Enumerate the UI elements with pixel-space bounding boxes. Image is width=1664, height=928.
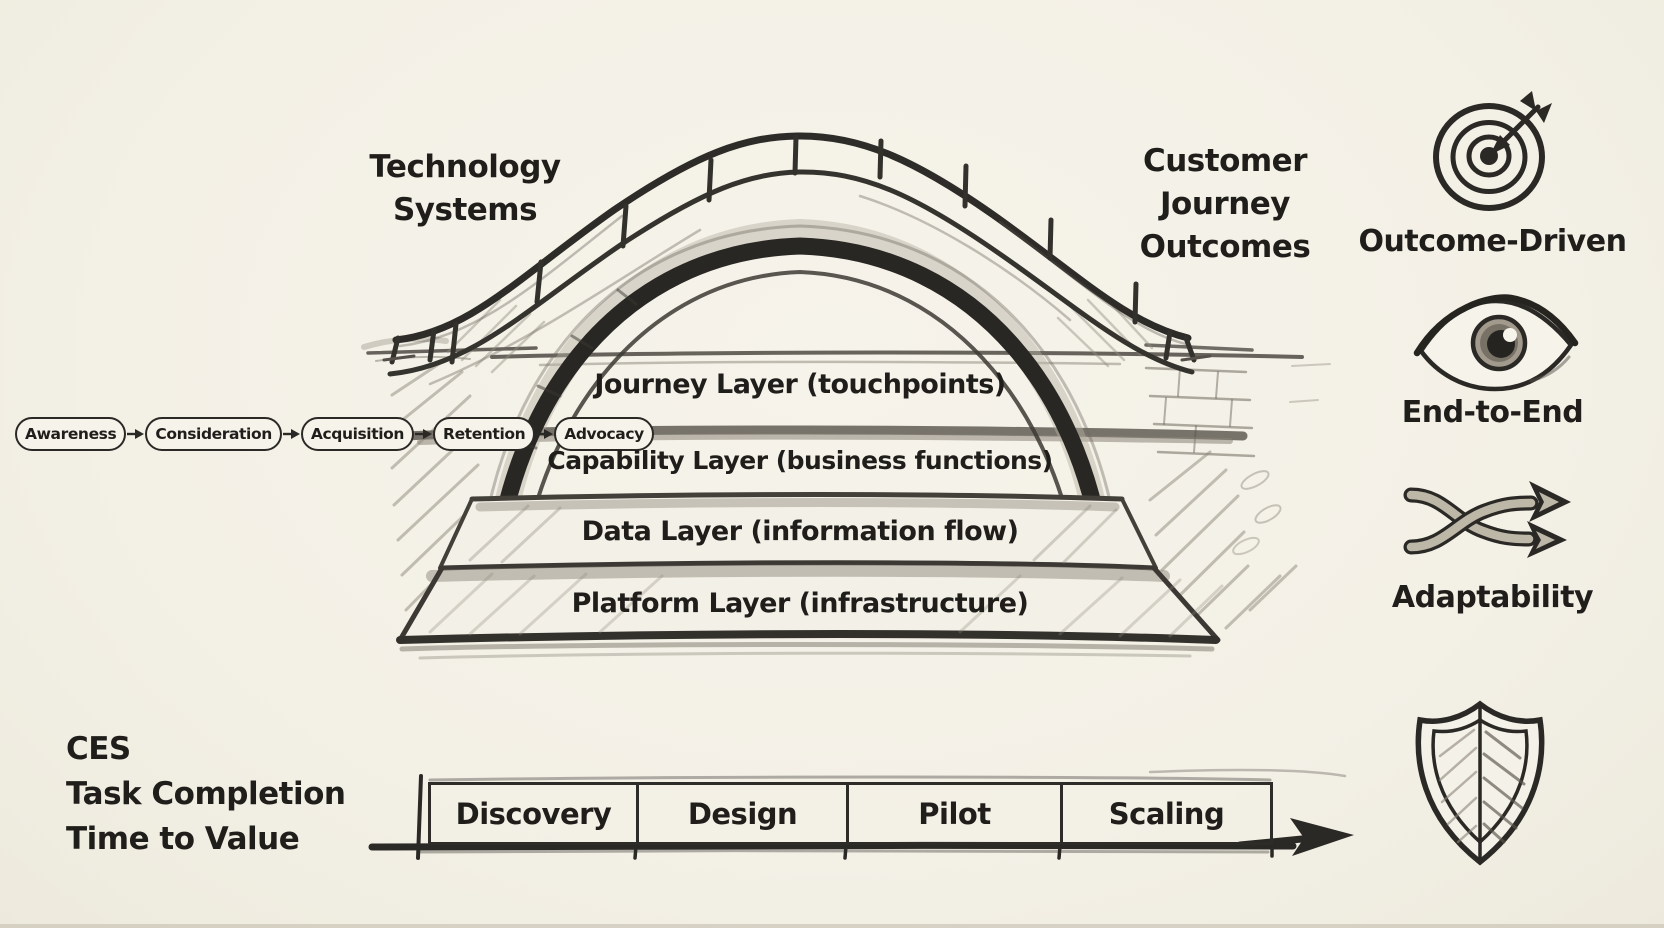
principle-label-adaptability: Adaptability [1391,580,1594,615]
right-arrow-icon [282,428,300,439]
platform-layer-label: Platform Layer (infrastructure) [571,588,1029,619]
right-arrow-icon [415,428,433,439]
paper-edge [0,924,1664,928]
metric-item-task-completion: Task Completion [66,776,346,812]
bridge-deck [387,169,1195,386]
timeline-phase-design: Design [636,782,846,845]
journey-stage-pill-acquisition: Acquisition [300,416,415,451]
principle-label-outcome-driven: Outcome-Driven [1358,224,1627,259]
journey-stage-pill-consideration: Consideration [145,416,282,451]
layer-steps [396,492,1224,660]
journey-stage-pill-awareness: Awareness [15,416,127,451]
axis-arrowhead-icon [1290,818,1354,856]
customer-journey-outcomes-label: Customer Journey Outcomes [1139,143,1311,265]
shield-icon [1415,700,1545,866]
capability-layer-label: Capability Layer (business functions) [547,446,1053,475]
axis-start-tick [416,774,423,860]
eye-icon [1413,294,1579,392]
journey-stage-pill-advocacy: Advocacy [554,416,654,451]
target-icon [1433,91,1552,211]
timeline-phase-scaling: Scaling [1060,782,1273,845]
timeline-phase-discovery: Discovery [428,782,636,845]
technology-systems-label: Technology Systems [369,149,561,228]
timeline-phase-pilot: Pilot [846,782,1060,845]
customer-journey-chain: Awareness Consideration Acquisition Rete… [15,415,654,452]
principle-label-end-to-end: End-to-End [1401,395,1584,430]
masonry-right [1144,343,1331,634]
metric-item-time-to-value: Time to Value [66,821,300,857]
metric-item-ces: CES [66,731,131,767]
metrics-list: CES Task Completion Time to Value [66,727,346,862]
right-arrow-icon [536,428,554,439]
shuffle-arrows-icon [1403,481,1571,558]
journey-layer-label: Journey Layer (touchpoints) [594,369,1006,400]
journey-stage-pill-retention: Retention [433,416,536,451]
data-layer-label: Data Layer (information flow) [581,516,1019,547]
bridge-railing [382,132,1212,365]
right-arrow-icon [127,428,145,439]
timeline-phases: Discovery Design Pilot Scaling [428,782,1273,845]
